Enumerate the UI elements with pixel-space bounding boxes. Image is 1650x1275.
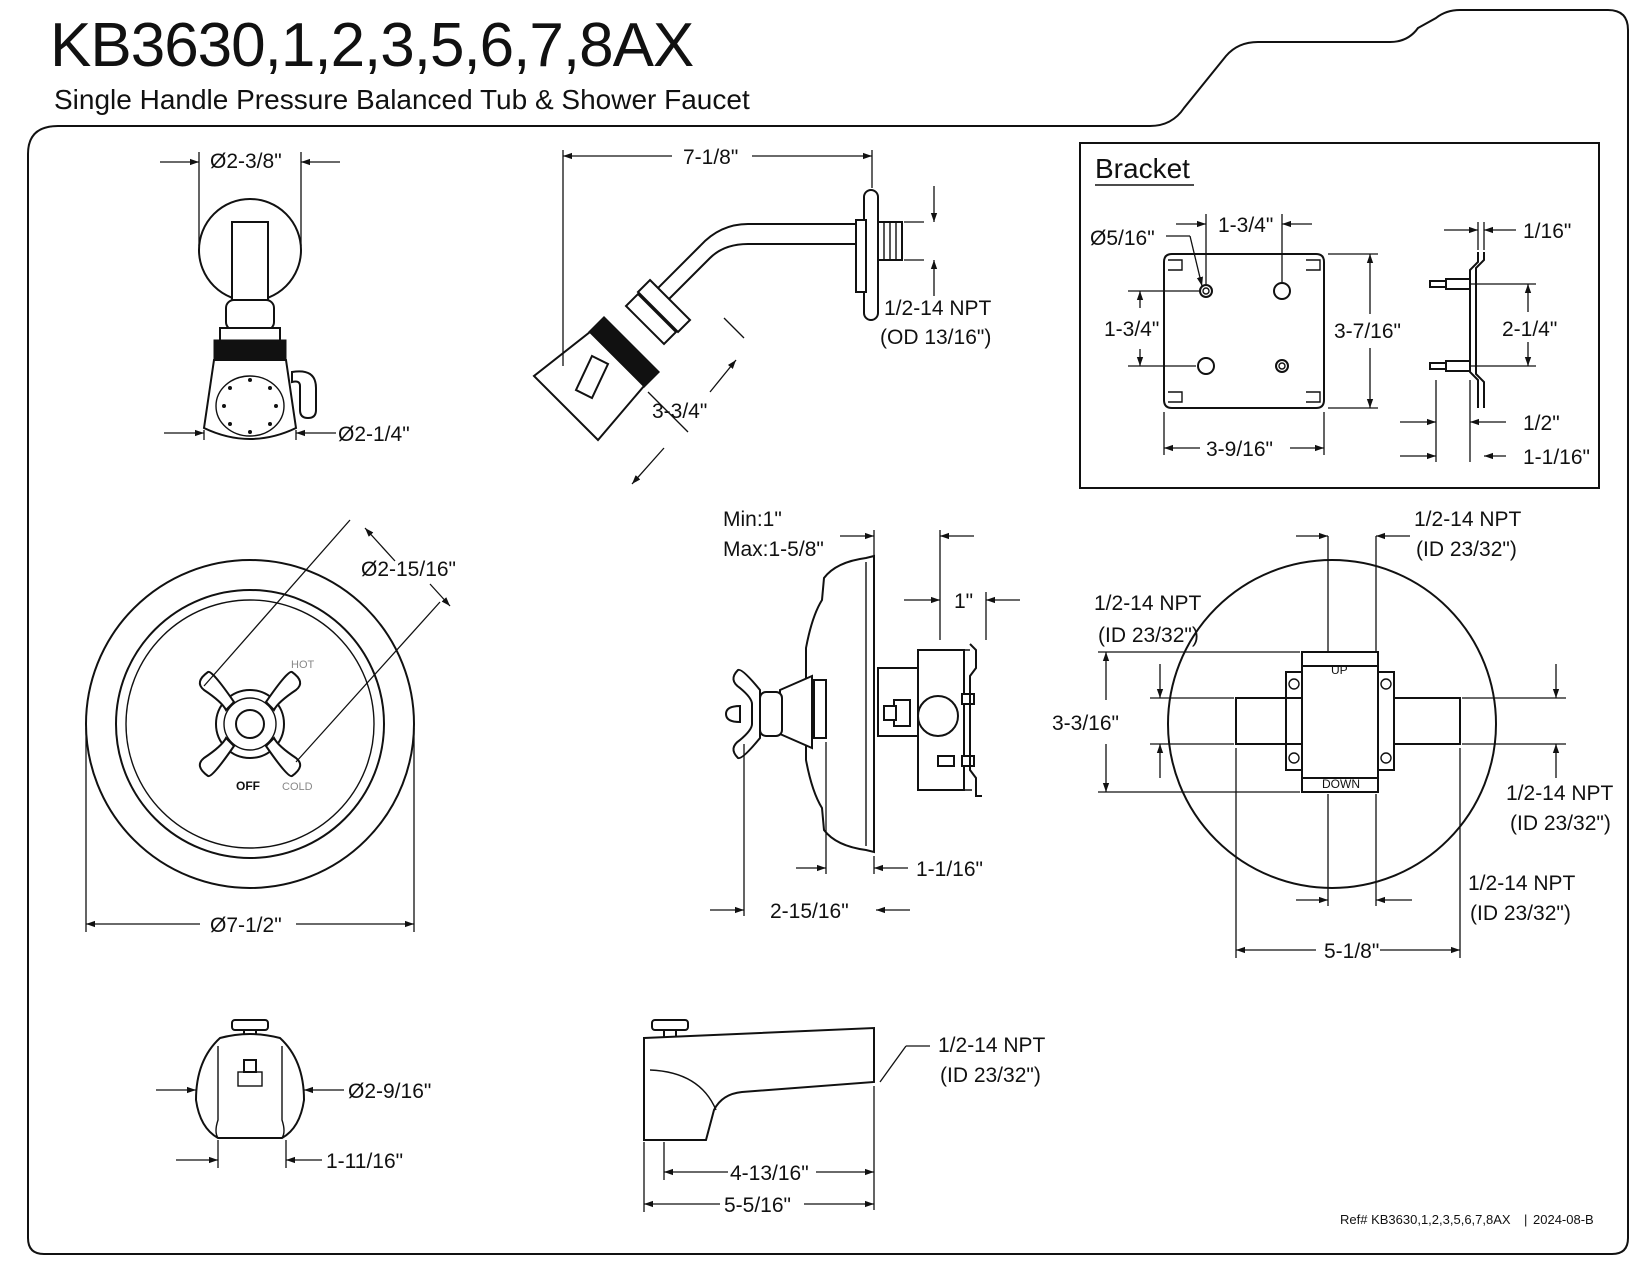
- arm-ball-joint: [636, 278, 692, 334]
- dim-flange-diameter: Ø2-3/8": [210, 150, 282, 173]
- dim-left-id: (ID 23/32"): [1098, 624, 1199, 647]
- bracket-hole-large-1: [1273, 282, 1291, 300]
- dim-bracket-hole-spacing-h: 1-3/4": [1218, 214, 1273, 237]
- dim-left-npt: 1/2-14 NPT: [1094, 592, 1202, 615]
- dim-bottom-npt: 1/2-14 NPT: [1468, 872, 1576, 895]
- valve-bracket-side: [969, 643, 982, 797]
- dim-top-id: (ID 23/32"): [1416, 538, 1517, 561]
- dim-max: Max:1-5/8": [723, 538, 824, 561]
- dim-right-id: (ID 23/32"): [1510, 812, 1611, 835]
- handle-neck: [779, 674, 813, 750]
- dim-arm-head-length: 3-3/4": [652, 400, 707, 423]
- back-plate: [1167, 559, 1497, 889]
- footer-ref: Ref# KB3630,1,2,3,5,6,7,8AX: [1340, 1212, 1511, 1227]
- inlet-right: [1393, 697, 1461, 745]
- bracket-hole-small-1: [1199, 284, 1213, 298]
- dim-stem: 1": [954, 590, 973, 613]
- footer-rev: 2024-08-B: [1533, 1212, 1594, 1227]
- dim-bracket-hole-spacing-v: 1-3/4": [1104, 318, 1159, 341]
- bracket-title: Bracket: [1095, 153, 1190, 184]
- dim-bracket-depth: 1-1/16": [1523, 446, 1590, 469]
- dim-spout-depth: 1-11/16": [326, 1150, 403, 1173]
- spout-side-view: 1/2-14 NPT (ID 23/32") 4-13/16" 5-5/16": [643, 1019, 1046, 1217]
- trim-plate-front-view: HOT OFF COLD Ø2-15/16" Ø7-1/2": [85, 519, 456, 937]
- bracket-detail: Bracket 1-3/4" Ø5/16" 1-3/4": [1079, 142, 1600, 489]
- page-title: KB3630,1,2,3,5,6,7,8AX: [50, 11, 694, 80]
- drawing-frame: [27, 9, 1629, 1255]
- dim-spout-reach-inner: 4-13/16": [730, 1162, 809, 1185]
- dim-bracket-thickness: 1/16": [1523, 220, 1571, 243]
- dim-handle-diameter: Ø2-15/16": [361, 558, 456, 581]
- dim-spout-thread-id: (ID 23/32"): [940, 1064, 1041, 1087]
- label-down: DOWN: [1322, 777, 1360, 791]
- handle-hub: [215, 689, 285, 759]
- diverter-knob-side: [651, 1019, 689, 1031]
- dim-min: Min:1": [723, 508, 782, 531]
- arm-knurled-ring: [588, 316, 660, 388]
- side-cross-handle: [732, 668, 761, 760]
- arm-pipe: [654, 223, 857, 304]
- dim-bottom-id: (ID 23/32"): [1470, 902, 1571, 925]
- bracket-stud-top: [1445, 278, 1471, 290]
- dim-plate-diameter: Ø7-1/2": [210, 914, 282, 937]
- label-up: UP: [1331, 663, 1348, 677]
- bracket-plate: [1163, 253, 1325, 409]
- bracket-hole-small-2: [1275, 359, 1289, 373]
- dim-arm-thread: 1/2-14 NPT: [884, 297, 992, 320]
- escutcheon-side: [805, 554, 875, 854]
- dim-spout-diameter: Ø2-9/16": [348, 1080, 431, 1103]
- spout-side-body: [643, 1026, 875, 1141]
- inlet-left: [1235, 697, 1303, 745]
- spout-front-view: Ø2-9/16" 1-11/16": [156, 1019, 431, 1173]
- valve-side-view: Min:1" Max:1-5/8" 1" 1-1/16" 2-15/16": [710, 508, 1020, 923]
- diverter-knob-front: [231, 1019, 269, 1031]
- dim-bracket-offset: 1/2": [1523, 412, 1560, 435]
- dim-bracket-width: 3-9/16": [1206, 438, 1273, 461]
- label-hot: HOT: [291, 659, 315, 671]
- showerhead-front-view: Ø2-3/8" Ø2-1/4": [160, 150, 410, 446]
- page-subtitle: Single Handle Pressure Balanced Tub & Sh…: [54, 84, 750, 115]
- bracket-hole-large-2: [1197, 357, 1215, 375]
- label-off: OFF: [236, 779, 260, 793]
- spray-nozzles: [222, 378, 278, 434]
- dim-spout-reach-total: 5-5/16": [724, 1194, 791, 1217]
- spray-lever: [291, 370, 317, 420]
- dim-bracket-height: 3-7/16": [1334, 320, 1401, 343]
- valve-back-view: UP DOWN 1/2-14 NPT (ID 23/32") 1/2-14 NP…: [1052, 508, 1614, 963]
- dim-depth: 2-15/16": [770, 900, 849, 923]
- bracket-stud-bottom: [1445, 360, 1471, 372]
- dim-top-npt: 1/2-14 NPT: [1414, 508, 1522, 531]
- shower-arm-end: [231, 221, 269, 305]
- dim-arm-thread-od: (OD 13/16"): [880, 326, 991, 349]
- shower-ball-joint: [225, 299, 275, 331]
- dim-back-width: 5-1/8": [1324, 940, 1379, 963]
- shower-head-body: [202, 359, 298, 440]
- dim-right-npt: 1/2-14 NPT: [1506, 782, 1614, 805]
- bracket-side-profile: [1469, 252, 1485, 408]
- dim-arm-length: 7-1/8": [683, 146, 738, 169]
- dim-spout-thread: 1/2-14 NPT: [938, 1034, 1046, 1057]
- footer-separator: |: [1524, 1212, 1527, 1227]
- valve-port-side: [917, 695, 959, 737]
- dim-bracket-side-spacing: 2-1/4": [1502, 318, 1557, 341]
- dim-back-height: 3-3/16": [1052, 712, 1119, 735]
- dim-bracket-hole-diameter: Ø5/16": [1090, 227, 1155, 250]
- label-cold: COLD: [282, 781, 313, 793]
- arm-lever: [574, 354, 610, 400]
- shower-arm-side-view: 7-1/8" 1/2-14 NPT (OD 13/16") 3-3/4": [532, 146, 992, 485]
- dim-head-diameter: Ø2-1/4": [338, 423, 410, 446]
- knurled-ring: [213, 339, 287, 361]
- dim-flange: 1-1/16": [916, 858, 983, 881]
- bracket-box: [1079, 142, 1600, 489]
- trim-plate-outer: [85, 559, 415, 889]
